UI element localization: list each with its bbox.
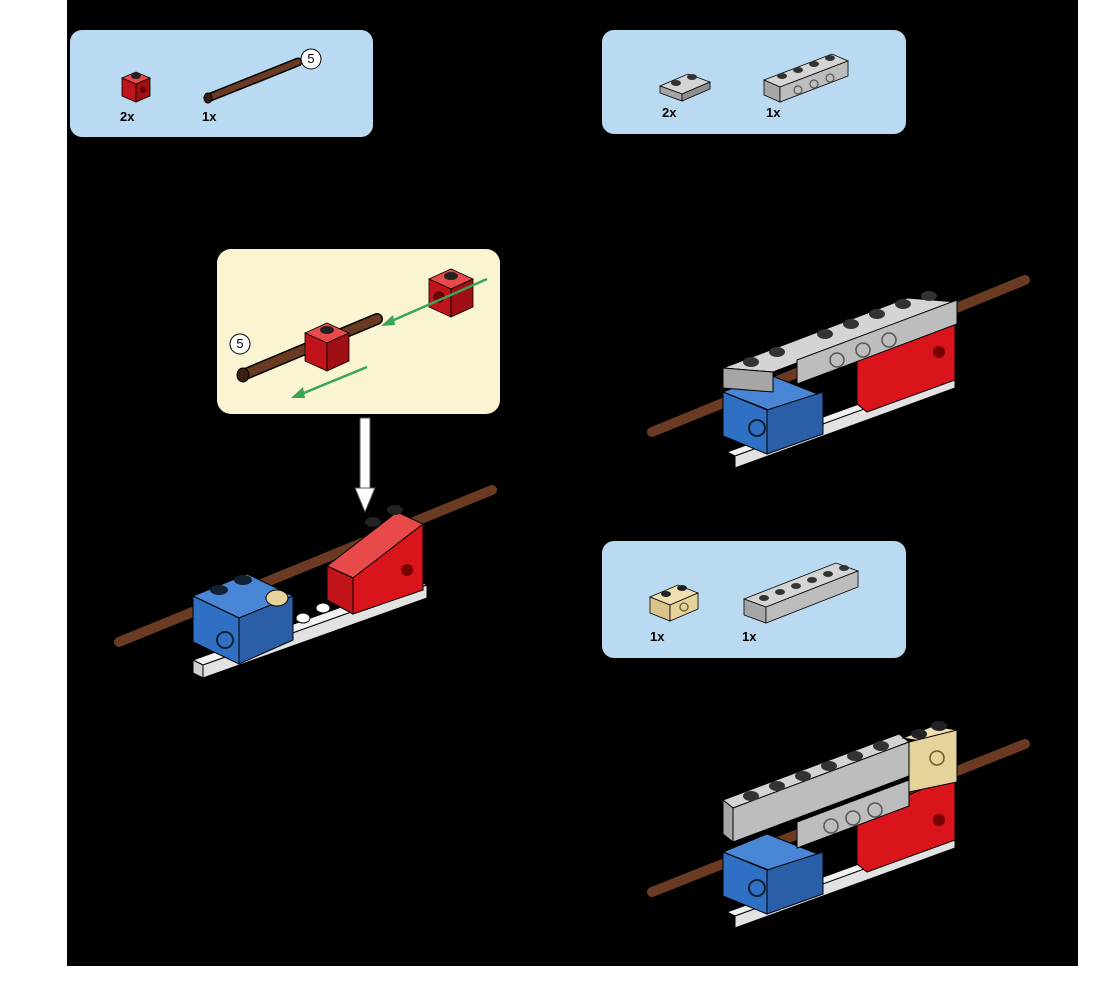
red-brick-icon [304, 322, 350, 372]
instruction-page: 5 2x 1x [67, 0, 1078, 966]
part-quantity: 1x [742, 629, 757, 644]
parts-panel-step1-art [120, 48, 322, 104]
parts-panel-step2-art [658, 53, 850, 103]
axle-icon [203, 57, 303, 104]
gray-plate-icon [658, 73, 712, 102]
gray-technic-brick-icon [762, 53, 850, 103]
part-quantity: 1x [202, 109, 217, 124]
model-step3 [645, 721, 1032, 929]
step-models-art [112, 273, 1032, 929]
down-arrow-icon [354, 417, 376, 514]
parts-panel-step1: 5 2x 1x [70, 30, 373, 137]
red-brick-icon [120, 71, 152, 103]
part-quantity: 2x [662, 105, 677, 120]
arrow-icon [291, 277, 488, 398]
parts-panel-step3-art [648, 562, 860, 624]
part-quantity: 1x [766, 105, 781, 120]
gray-brick-1x6-icon [742, 562, 860, 624]
model-step1 [112, 483, 499, 679]
axle-length-label: 5 [307, 51, 315, 66]
part-quantity: 1x [650, 629, 665, 644]
callout-art [229, 268, 488, 398]
model-step2 [645, 273, 1032, 469]
parts-panel-step2: 2x 1x [602, 30, 906, 134]
tan-technic-brick-icon [648, 584, 700, 622]
axle-length-label: 5 [236, 336, 244, 351]
part-quantity: 2x [120, 109, 135, 124]
axle-length-badge [300, 48, 322, 70]
parts-panel-step3: 1x 1x [602, 541, 906, 658]
subassembly-callout: 5 [217, 249, 500, 414]
